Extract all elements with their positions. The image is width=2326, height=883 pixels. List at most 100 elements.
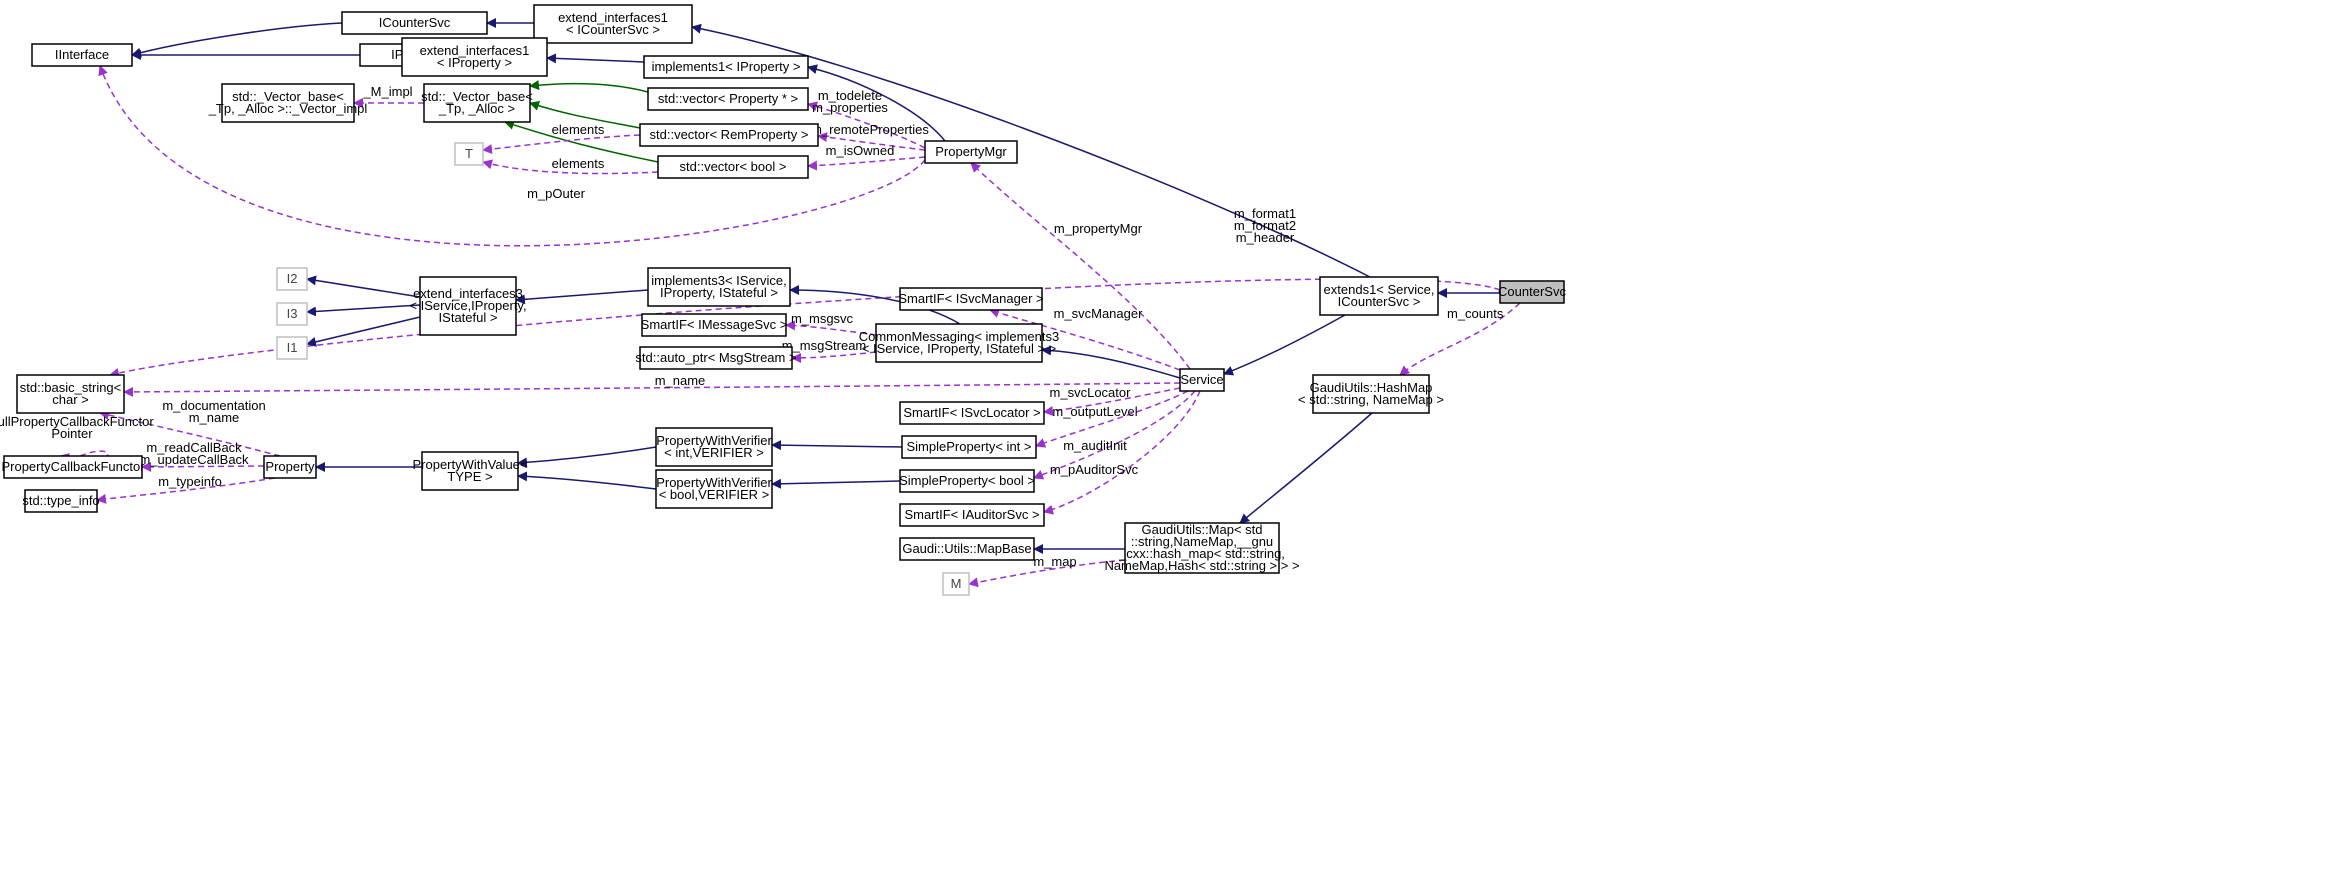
graph-nodes: ICounterSvcIInterfaceIPropertyextend_int…: [1, 4, 1566, 596]
node-simpleproperty-int[interactable]: SimpleProperty< int >: [901, 435, 1037, 459]
node-box: [401, 37, 548, 77]
node-pwv-int[interactable]: PropertyWithVerifier< int,VERIFIER >: [655, 427, 773, 467]
edge-label: m_counts: [1447, 306, 1504, 321]
node-box: [1124, 522, 1280, 574]
node-t: T: [454, 142, 484, 166]
node-label: M: [951, 576, 962, 591]
node-label: PropertyWithVerifier: [656, 433, 772, 448]
node-label: < int,VERIFIER >: [664, 445, 764, 460]
node-vec-bool[interactable]: std::vector< bool >: [657, 155, 809, 179]
node-label: implements1< IProperty >: [652, 59, 801, 74]
node-label: char >: [52, 392, 89, 407]
node-label: Service: [1180, 372, 1223, 387]
node-label: CounterSvc: [1498, 284, 1566, 299]
node-vec-remprop[interactable]: std::vector< RemProperty >: [639, 123, 819, 147]
node-label: std::vector< Property * >: [658, 91, 798, 106]
node-label: GaudiUtils::HashMap: [1310, 380, 1433, 395]
edge-label: m_remoteProperties: [811, 122, 929, 137]
node-ext-icountersvc[interactable]: extend_interfaces1< ICounterSvc >: [533, 4, 693, 44]
edge-service-to-smartif-iauditorsvc: [1043, 390, 1201, 515]
node-hashmap[interactable]: GaudiUtils::HashMap< std::string, NameMa…: [1298, 374, 1444, 414]
edge-service-to-commonmessaging: [1041, 345, 1181, 379]
node-ext-iproperty[interactable]: extend_interfaces1< IProperty >: [401, 37, 548, 77]
edge-gaudimap-to-m: [968, 559, 1126, 588]
node-impl1-iproperty[interactable]: implements1< IProperty >: [643, 55, 809, 79]
node-vector-impl[interactable]: std::_Vector_base<_Tp, _Alloc >::_Vector…: [208, 83, 368, 123]
node-propertymgr[interactable]: PropertyMgr: [924, 140, 1018, 164]
node-smartif-imessagesvc[interactable]: SmartIF< IMessageSvc >: [641, 313, 788, 337]
node-vector-base[interactable]: std::_Vector_base<_Tp, _Alloc >: [421, 83, 533, 123]
edge-service-to-smartif-isvcmanager: [989, 308, 1181, 371]
node-smartif-isvcmanager[interactable]: SmartIF< ISvcManager >: [898, 287, 1044, 311]
edge-label: m_updateCallBack: [139, 452, 249, 467]
edge-label: m_auditInit: [1063, 438, 1127, 453]
edge-extends1-to-ext-icountersvc: [691, 23, 1371, 278]
node-box: [875, 323, 1043, 363]
node-propertywithvalue[interactable]: PropertyWithValue<TYPE >: [412, 451, 528, 491]
node-i3: I3: [276, 302, 308, 326]
node-label: std::auto_ptr< MsgStream >: [635, 350, 796, 365]
node-basic-string[interactable]: std::basic_string<char >: [16, 374, 125, 414]
node-label: implements3< IService,: [651, 273, 786, 288]
edge-propertymgr-to-impl1-iproperty: [807, 64, 946, 142]
node-label: < IService,IProperty,: [409, 298, 526, 313]
edge-pwv-bool-to-propertywithvalue: [517, 471, 657, 490]
node-box: [639, 346, 793, 370]
node-label: PropertyCallbackFunctor: [1, 459, 145, 474]
node-iinterface[interactable]: IInterface: [31, 43, 133, 67]
edge-label: m_msgsvc: [791, 311, 854, 326]
node-countersvc[interactable]: CounterSvc: [1498, 280, 1566, 304]
node-smartif-iauditorsvc[interactable]: SmartIF< IAuditorSvc >: [899, 503, 1045, 527]
node-auto-ptr[interactable]: std::auto_ptr< MsgStream >: [635, 346, 797, 370]
node-box: [276, 267, 308, 291]
node-box: [421, 451, 519, 491]
node-label: Gaudi::Utils::MapBase: [902, 541, 1031, 556]
node-simpleproperty-bool[interactable]: SimpleProperty< bool >: [899, 469, 1035, 493]
edge-vec-prop-to-vector-base: [529, 80, 649, 93]
edge-service-to-smartif-isvclocator: [1043, 387, 1181, 416]
node-gaudimap[interactable]: GaudiUtils::Map< std::string,NameMap,__g…: [1104, 522, 1300, 574]
node-type-info[interactable]: std::type_info: [22, 489, 100, 513]
node-label: < std::string, NameMap >: [1298, 392, 1444, 407]
node-label: SimpleProperty< int >: [906, 439, 1031, 454]
node-box: [655, 469, 773, 509]
node-box: [1179, 368, 1225, 392]
node-box: [31, 43, 133, 67]
node-impl3[interactable]: implements3< IService,IProperty, IStatef…: [647, 267, 791, 307]
node-label: std::_Vector_base<: [232, 89, 344, 104]
node-box: [657, 155, 809, 179]
node-label: SimpleProperty< bool >: [899, 473, 1035, 488]
node-mapbase[interactable]: Gaudi::Utils::MapBase: [899, 537, 1035, 561]
node-label: ::string,NameMap,__gnu: [1131, 534, 1273, 549]
edge-label: m_format2: [1234, 218, 1296, 233]
node-propertycallbackfunctor[interactable]: PropertyCallbackFunctor: [1, 455, 145, 479]
node-box: [16, 374, 125, 414]
edge-pwv-int-to-propertywithvalue: [517, 446, 657, 468]
node-extends1[interactable]: extends1< Service,ICounterSvc >: [1319, 276, 1439, 316]
node-pwv-bool[interactable]: PropertyWithVerifier< bool,VERIFIER >: [655, 469, 773, 509]
edge-label: m_format1: [1234, 206, 1296, 221]
node-label: GaudiUtils::Map< std: [1141, 522, 1262, 537]
edge-vec-remprop-to-t: [482, 134, 641, 155]
edge-label: m_typeinfo: [158, 474, 222, 489]
edge-commonmessaging-to-smartif-imessagesvc: [785, 320, 877, 336]
edge-property-to-basic-string: [99, 410, 281, 457]
edge-extends1-to-service: [1223, 314, 1346, 376]
edge-propertymgr-to-vec-bool: [807, 156, 926, 171]
node-property[interactable]: Property: [263, 455, 317, 479]
node-commonmessaging[interactable]: CommonMessaging< implements3< IService, …: [859, 323, 1060, 363]
node-smartif-isvclocator[interactable]: SmartIF< ISvcLocator >: [899, 401, 1045, 425]
node-label: extend_interfaces1: [558, 10, 668, 25]
node-vec-prop[interactable]: std::vector< Property * >: [647, 87, 809, 111]
node-label: I3: [287, 306, 298, 321]
node-box: [647, 87, 809, 111]
edge-ext3-to-i3: [306, 304, 421, 317]
node-ext3[interactable]: extend_interfaces3< IService,IProperty,I…: [409, 276, 527, 336]
node-label: extend_interfaces3: [413, 286, 523, 301]
node-box: [899, 537, 1035, 561]
node-icountersvc[interactable]: ICounterSvc: [341, 11, 488, 35]
edge-vec-bool-to-t: [482, 159, 659, 175]
node-label: extend_interfaces1: [420, 43, 530, 58]
node-service[interactable]: Service: [1179, 368, 1225, 392]
node-box: [924, 140, 1018, 164]
